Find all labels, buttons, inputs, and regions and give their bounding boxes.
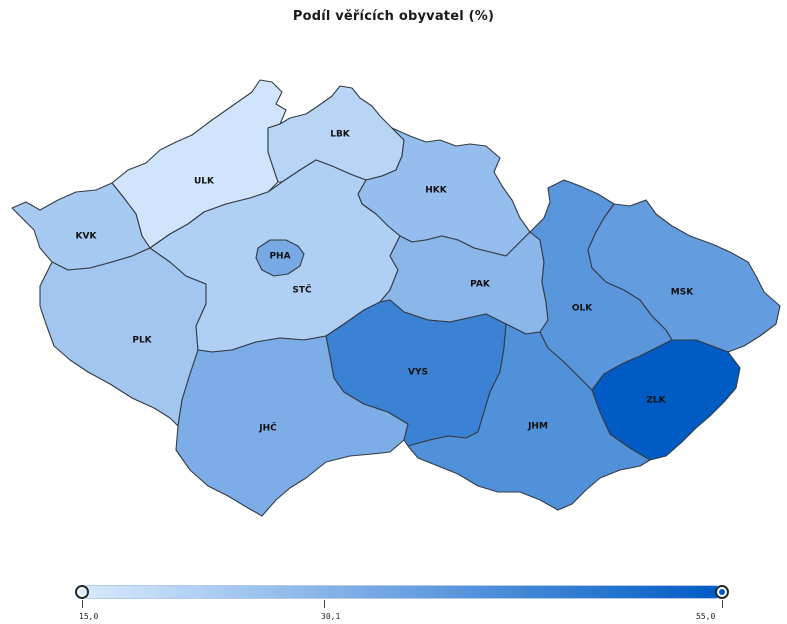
region-label-jhm: JHM — [527, 422, 548, 432]
region-shape-jhc[interactable] — [175, 335, 409, 517]
region-shape-pha[interactable] — [255, 239, 305, 277]
color-scale-bar — [82, 585, 722, 599]
range-max-handle-dot — [719, 589, 725, 595]
region-kvk[interactable]: KVK — [11, 182, 151, 271]
region-label-plk: PLK — [132, 336, 152, 346]
region-shape-plk[interactable] — [39, 247, 207, 427]
region-label-ulk: ULK — [194, 177, 215, 187]
region-pha[interactable]: PHA — [255, 239, 305, 277]
region-label-msk: MSK — [671, 288, 694, 298]
region-label-olk: OLK — [572, 304, 593, 314]
region-label-kvk: KVK — [76, 232, 98, 242]
scale-tick — [82, 600, 83, 608]
region-shape-zlk[interactable] — [591, 339, 741, 461]
region-label-pak: PAK — [470, 280, 491, 290]
choropleth-map: ULK LBK KVK HKK PLK STČ PAK JHČ VYS JHM OLK MSK ZLK P… — [11, 79, 781, 517]
scale-tick-label: 30,1 — [321, 612, 341, 621]
range-min-handle[interactable] — [75, 585, 89, 599]
region-jhc[interactable]: JHČ — [175, 335, 409, 517]
range-min-handle-dot — [79, 589, 85, 595]
region-label-jhc: JHČ — [258, 422, 277, 434]
region-plk[interactable]: PLK — [39, 247, 207, 427]
region-shape-msk[interactable] — [587, 199, 781, 353]
range-max-handle[interactable] — [715, 585, 729, 599]
region-label-lbk: LBK — [330, 130, 351, 140]
regions-layer: ULK LBK KVK HKK PLK STČ PAK JHČ VYS JHM OLK MSK ZLK P… — [11, 79, 781, 517]
scale-tick-label: 55,0 — [696, 612, 716, 621]
region-msk[interactable]: MSK — [587, 199, 781, 353]
map-title: Podíl věřících obyvatel (%) — [292, 9, 495, 24]
region-shape-kvk[interactable] — [11, 182, 151, 271]
scale-tick — [324, 600, 325, 608]
region-label-pha: PHA — [269, 252, 290, 262]
region-label-hkk: HKK — [425, 186, 448, 196]
region-label-zlk: ZLK — [646, 396, 666, 406]
region-label-vys: VYS — [408, 368, 428, 378]
region-zlk[interactable]: ZLK — [591, 339, 741, 461]
scale-tick — [722, 600, 723, 608]
scale-tick-label: 15,0 — [79, 612, 99, 621]
region-label-stc: STČ — [292, 284, 312, 296]
